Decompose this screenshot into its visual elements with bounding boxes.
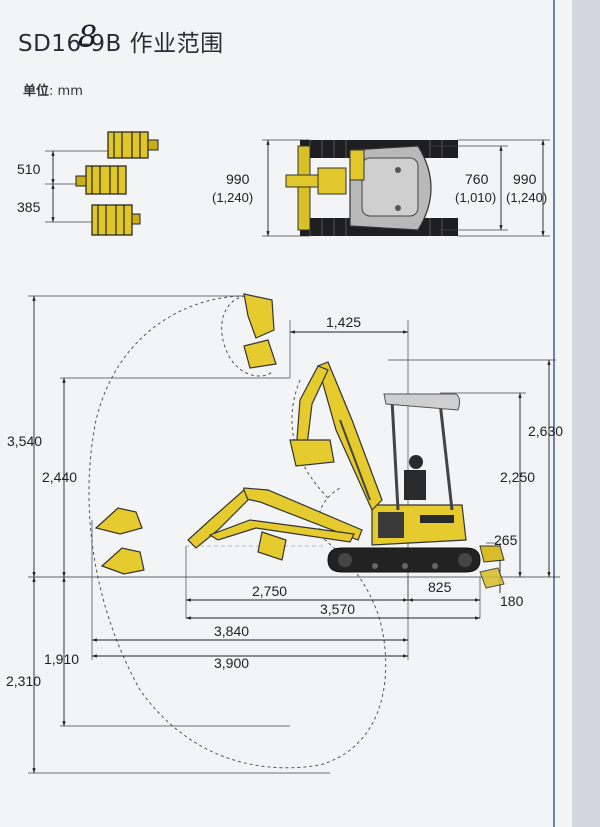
max-reach-ground: 3,840 [214, 623, 249, 639]
unit-value: : mm [49, 84, 83, 99]
top-left-width-alt: (1,240) [212, 190, 253, 205]
max-digging-height: 3,540 [7, 433, 42, 449]
overall-length: 3,570 [320, 601, 355, 617]
side-view: 3,540 2,440 1,910 2,310 1,425 2,630 2,25… [6, 293, 563, 774]
top-inner-width: 760 [465, 171, 489, 187]
excavator-side [327, 393, 505, 589]
bucket-left-upper [94, 507, 143, 535]
margin-rule [553, 0, 555, 827]
top-inner-width-alt: (1,010) [455, 190, 496, 205]
overall-height: 2,630 [528, 423, 563, 439]
max-digging-reach-ground-short: 2,750 [252, 583, 287, 599]
bucket-left-lower [100, 547, 145, 575]
min-swing-radius: 1,425 [326, 314, 361, 330]
max-reach: 3,900 [214, 655, 249, 671]
boom-raised [289, 361, 383, 512]
reach-envelope [88, 295, 387, 769]
binding-strip [572, 0, 600, 827]
blade-offset-view: 510 385 [17, 131, 159, 236]
paper [0, 0, 572, 827]
max-vertical-wall-depth: 1,910 [44, 651, 79, 667]
blade-position-bottom [91, 204, 141, 236]
unit-note: 单位: mm [23, 80, 83, 99]
boom-ground [187, 487, 363, 561]
blade-position-middle [75, 165, 127, 195]
max-dump-height: 2,440 [42, 469, 77, 485]
handwritten-correction: 8 [78, 20, 98, 55]
blade-dim-upper: 510 [17, 161, 41, 177]
canopy-height: 2,250 [500, 469, 535, 485]
tail-swing-radius: 825 [428, 579, 452, 595]
unit-label: 单位 [23, 84, 50, 99]
top-outer-width: 990 [513, 171, 537, 187]
blade-position-top [107, 131, 159, 159]
blade-lift-height: 265 [494, 532, 518, 548]
bucket-top [243, 293, 277, 369]
title-text: SD16-9B 作业范围 [18, 31, 224, 57]
max-digging-depth: 2,310 [6, 673, 41, 689]
top-view: 990 (1,240) [212, 139, 550, 237]
page-title: SD16-9B 作业范围 8 [18, 20, 224, 58]
top-left-width: 990 [226, 171, 250, 187]
blade-dim-lower: 385 [17, 199, 41, 215]
top-outer-width-alt: (1,240) [506, 190, 547, 205]
blade-drop-depth: 180 [500, 593, 524, 609]
